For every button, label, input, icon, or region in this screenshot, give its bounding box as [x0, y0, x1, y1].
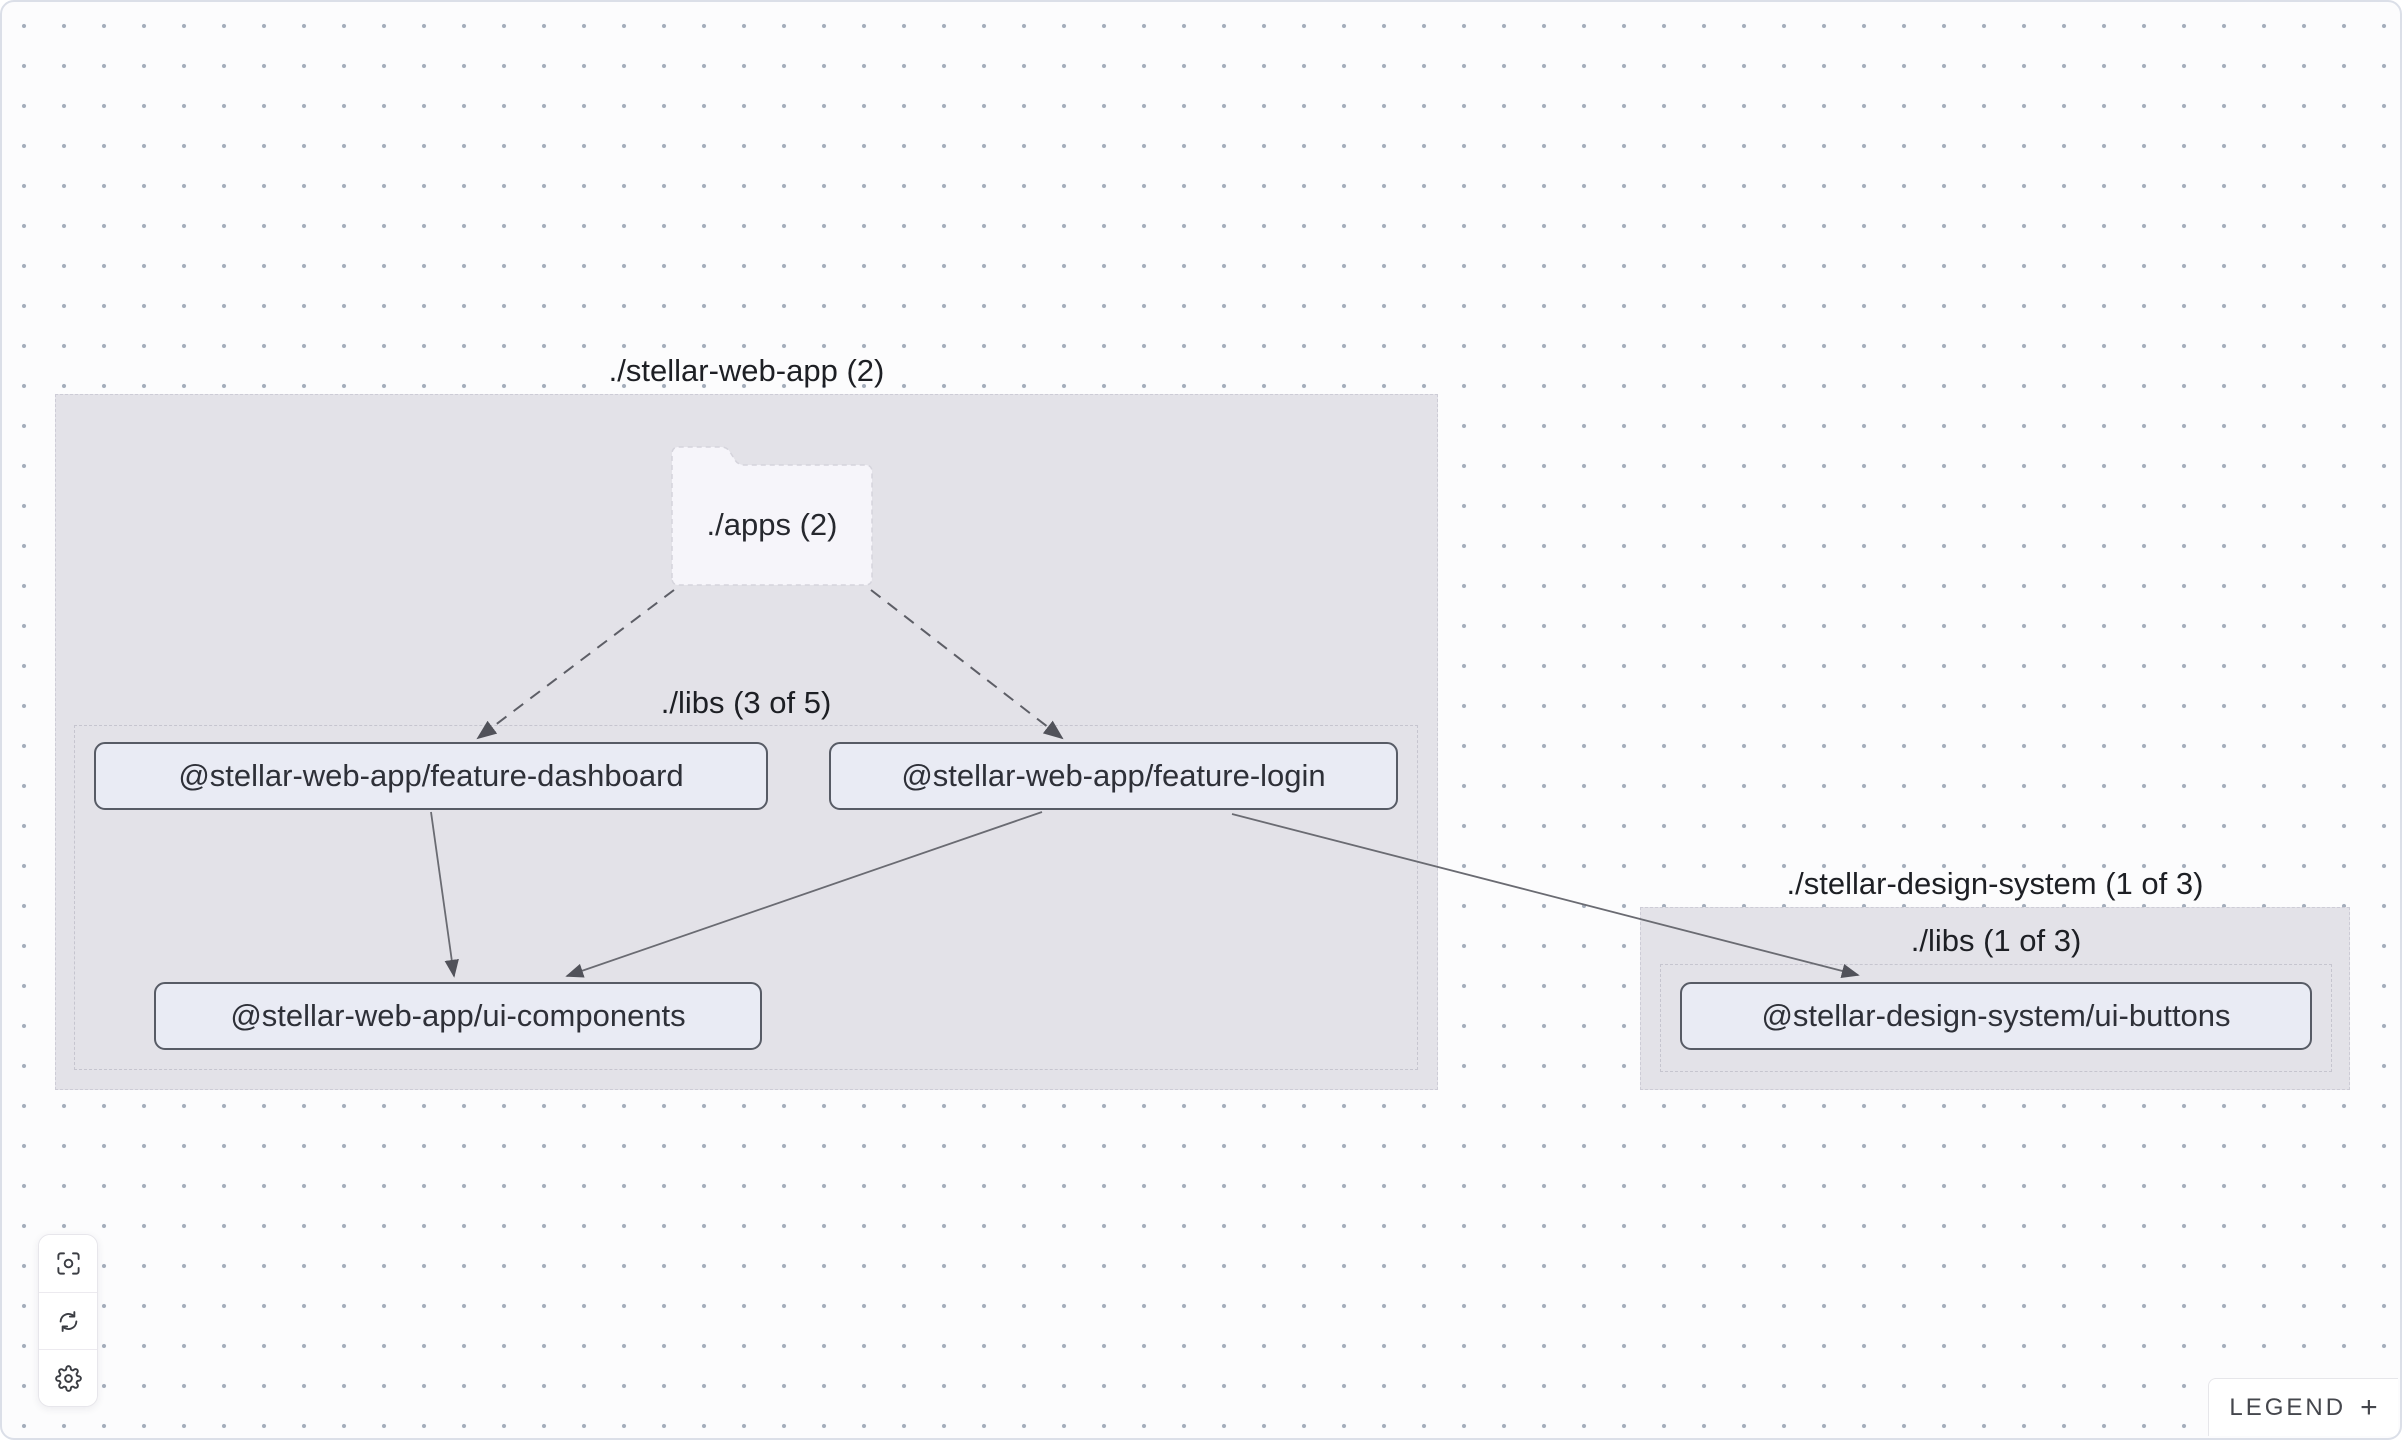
graph-toolbar	[38, 1234, 98, 1407]
focus-icon	[56, 1252, 80, 1275]
plus-icon: +	[2360, 1390, 2378, 1424]
legend-button[interactable]: LEGEND +	[2208, 1378, 2398, 1436]
settings-button[interactable]	[39, 1349, 97, 1406]
legend-label: LEGEND	[2229, 1393, 2347, 1421]
group-label-stellar-web-app: ./stellar-web-app (2)	[608, 353, 885, 388]
folder-icon	[671, 446, 873, 586]
folder-node-label: ./apps (2)	[706, 507, 838, 542]
edge-feature-login-to-ui-buttons[interactable]	[1231, 813, 1860, 978]
node-feature-login[interactable]: @stellar-web-app/feature-login	[829, 742, 1398, 810]
refresh-graph-button[interactable]	[39, 1292, 97, 1349]
settings-gear-icon	[54, 1364, 82, 1392]
group-stellar-web-app-libs	[74, 725, 1418, 1070]
group-label-stellar-design-system: ./stellar-design-system (1 of 3)	[1786, 866, 2204, 901]
center-graph-button[interactable]	[39, 1235, 97, 1292]
node-feature-dashboard[interactable]: @stellar-web-app/feature-dashboard	[94, 742, 768, 810]
edge-feature-login-to-ui-components[interactable]	[565, 811, 1043, 978]
folder-node-apps[interactable]: ./apps (2)	[667, 432, 877, 590]
node-ui-buttons[interactable]: @stellar-design-system/ui-buttons	[1680, 982, 2312, 1050]
edge-feature-dashboard-to-ui-components[interactable]	[430, 811, 459, 978]
group-stellar-design-system-libs	[1660, 964, 2332, 1072]
node-ui-components[interactable]: @stellar-web-app/ui-components	[154, 982, 762, 1050]
refresh-icon	[59, 1310, 77, 1332]
